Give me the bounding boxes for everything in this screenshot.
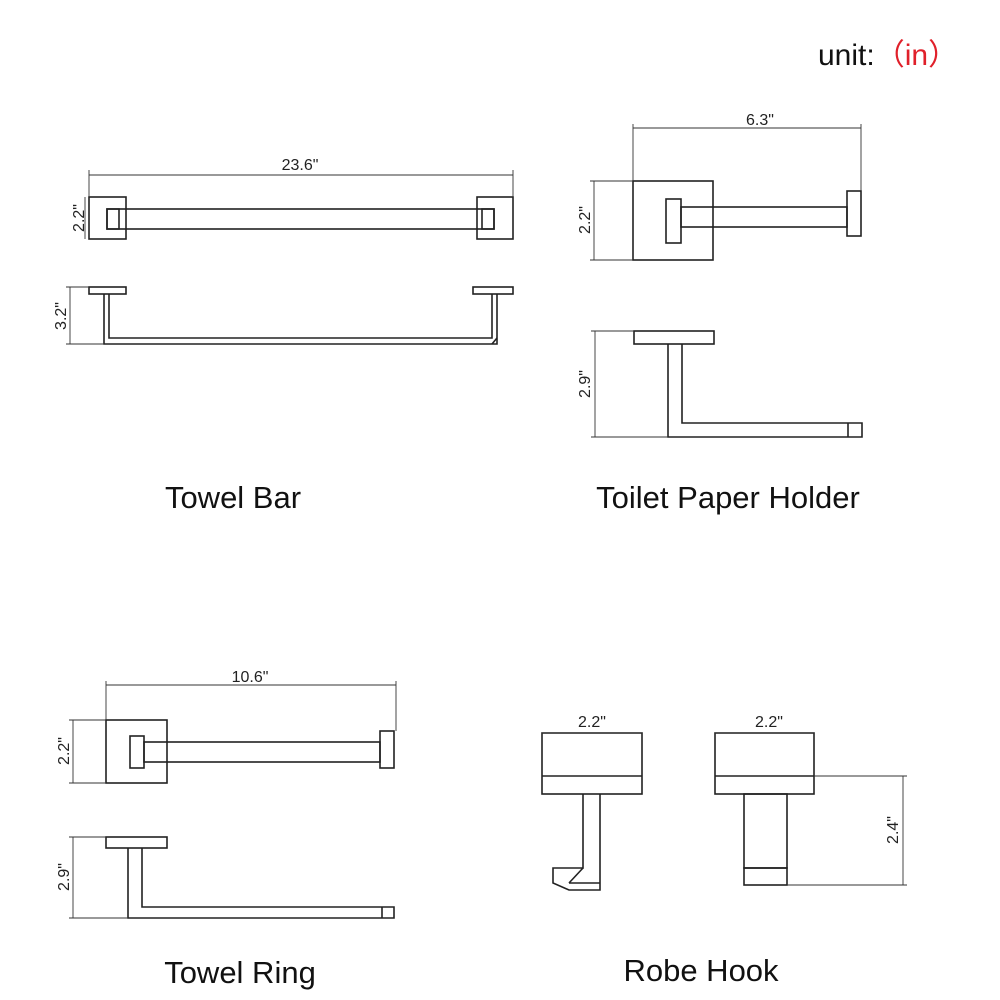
toilet-paper-holder-depth-dimension: 2.9" [577, 330, 668, 438]
towel-bar-width-dimension: 23.6" [88, 157, 514, 197]
towel-ring-depth-label: 2.9" [56, 863, 73, 891]
toilet-paper-holder-caption: Toilet Paper Holder [596, 480, 860, 515]
toilet-paper-holder-width-label: 6.3" [746, 112, 774, 129]
robe-hook-side-width-label: 2.2" [755, 714, 783, 731]
robe-hook-front-width-label: 2.2" [578, 714, 606, 731]
toilet-paper-holder-side-view [633, 330, 863, 438]
towel-ring-side-view [105, 836, 395, 919]
robe-hook-group: 2.2" 2.2" 2.4" Robe Hook [541, 714, 907, 988]
robe-hook-side-width-dimension: 2.2" [715, 714, 814, 734]
towel-bar-depth-dimension: 3.2" [53, 286, 104, 345]
towel-ring-front-view [105, 719, 395, 784]
robe-hook-height-dimension: 2.4" [787, 775, 907, 886]
toilet-paper-holder-group: 6.3" 2.2" 2.9" Toilet Paper Holder [577, 112, 863, 515]
unit-indicator: unit:（in） [818, 30, 958, 74]
robe-hook-right-view [714, 732, 815, 886]
towel-bar-top-view [88, 196, 514, 240]
toilet-paper-holder-width-dimension: 6.3" [632, 112, 862, 191]
towel-bar-depth-label: 3.2" [53, 302, 70, 330]
towel-ring-width-label: 10.6" [232, 669, 269, 686]
towel-ring-width-dimension: 10.6" [105, 669, 397, 731]
robe-hook-caption: Robe Hook [623, 953, 779, 988]
robe-hook-height-label: 2.4" [885, 816, 902, 844]
towel-ring-plate-height-label: 2.2" [56, 737, 73, 765]
robe-hook-left-view [541, 732, 643, 891]
towel-bar-group: 23.6" 2.2" 3.2" Towel Bar [53, 157, 514, 515]
towel-bar-width-label: 23.6" [282, 157, 319, 174]
robe-hook-front-width-dimension: 2.2" [542, 714, 642, 734]
toilet-paper-holder-front-view [632, 180, 862, 261]
toilet-paper-holder-plate-height-dimension: 2.2" [577, 180, 633, 261]
towel-ring-group: 10.6" 2.2" 2.9" Towel Ring [56, 669, 397, 990]
towel-bar-caption: Towel Bar [165, 480, 301, 515]
towel-ring-plate-height-dimension: 2.2" [56, 719, 106, 784]
towel-bar-plate-height-dimension: 2.2" [71, 197, 88, 239]
towel-bar-side-view [88, 286, 514, 345]
toilet-paper-holder-plate-height-label: 2.2" [577, 206, 594, 234]
towel-bar-plate-height-label: 2.2" [71, 204, 88, 232]
unit-value: （in） [874, 39, 959, 72]
towel-ring-depth-dimension: 2.9" [56, 836, 128, 919]
toilet-paper-holder-depth-label: 2.9" [577, 370, 594, 398]
towel-ring-caption: Towel Ring [164, 955, 316, 990]
unit-label: unit: [818, 39, 875, 72]
